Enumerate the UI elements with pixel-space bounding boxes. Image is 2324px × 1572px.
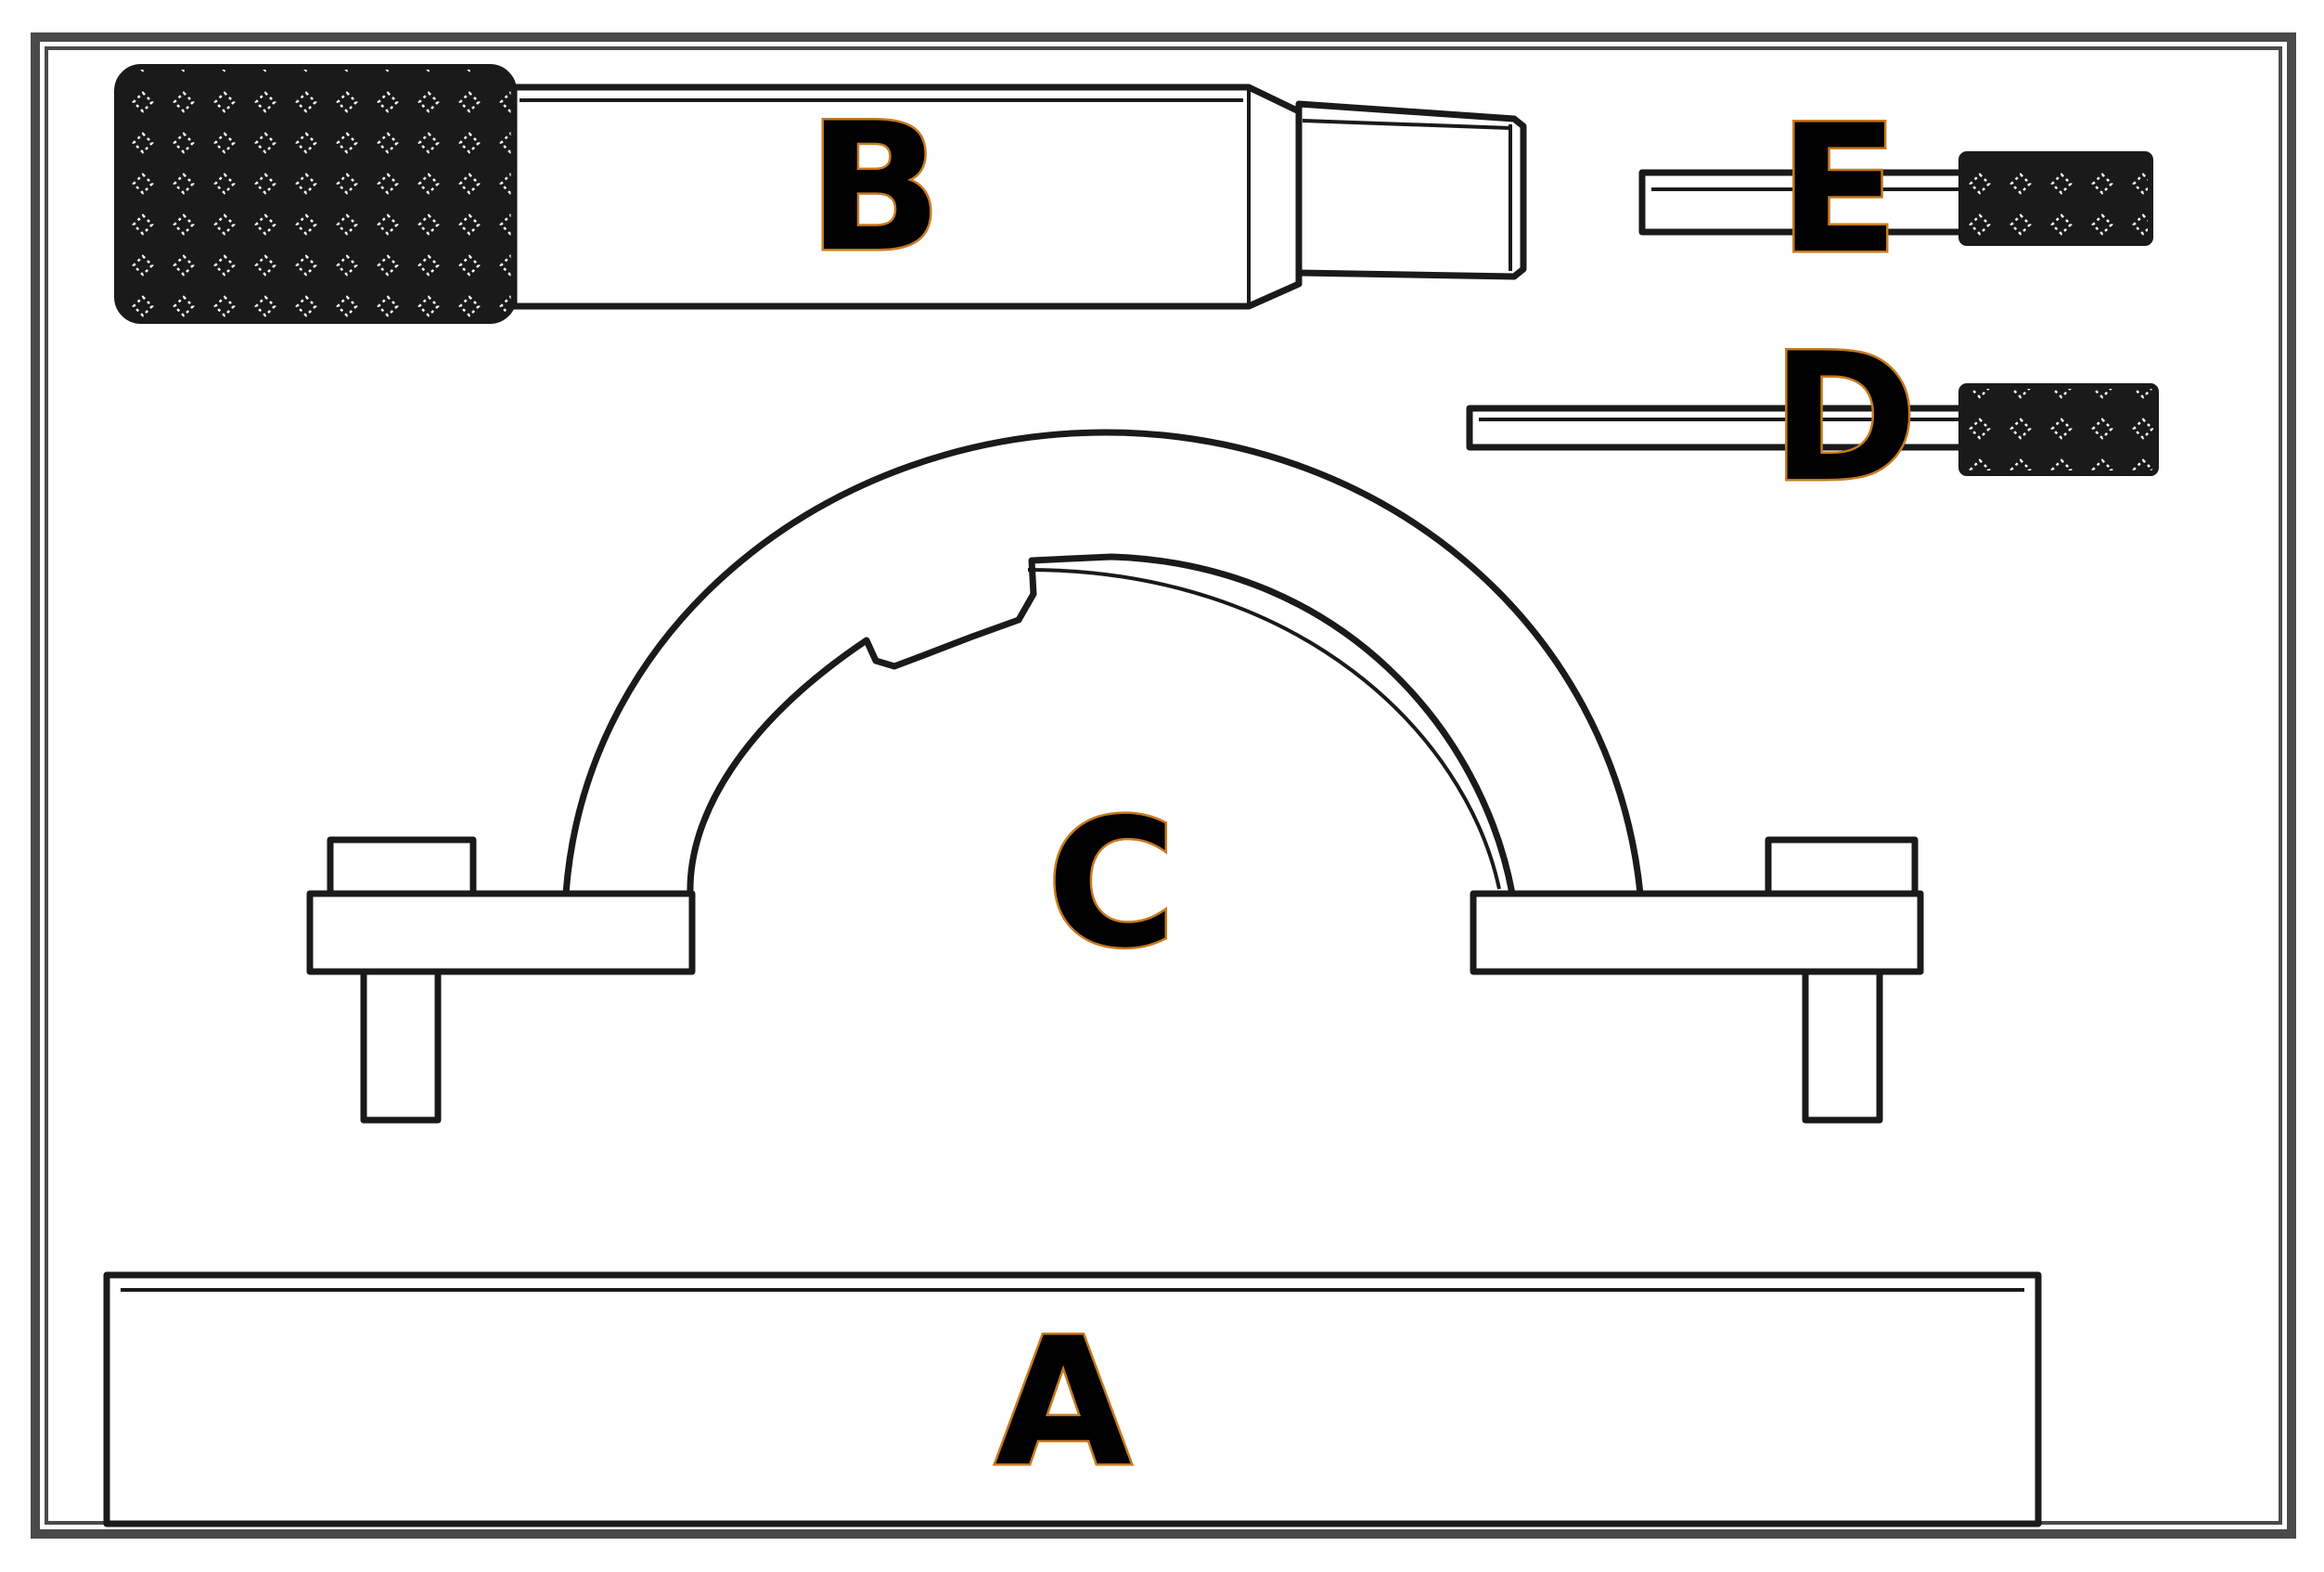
part-c: C: [306, 429, 1924, 1124]
part-d: D: [1466, 314, 2159, 523]
part-b-label: B: [808, 85, 943, 290]
part-a-label: A: [995, 1300, 1131, 1505]
part-c-right-foot-block: [1765, 836, 1919, 897]
part-c-arch: [562, 429, 1644, 897]
part-c-left-pin: [360, 968, 442, 1124]
part-e-knurled-grip: [1958, 151, 2153, 246]
part-e-label: E: [1778, 87, 1899, 292]
part-b: B: [114, 64, 1527, 324]
part-d-knurled-grip: [1958, 383, 2159, 476]
part-a-bar: [103, 1271, 2042, 1527]
part-c-right-foot: [1470, 890, 1924, 975]
part-e: E: [1638, 85, 2153, 295]
part-a: A: [103, 1271, 2042, 1527]
part-b-tip: [1295, 100, 1527, 280]
part-e-shaft: [1638, 169, 1972, 236]
part-c-left-foot-block: [327, 836, 477, 897]
part-c-left-foot: [306, 890, 696, 975]
part-c-right-pin: [1802, 968, 1883, 1124]
part-b-knurled-grip: [114, 64, 517, 324]
part-d-label: D: [1771, 316, 1918, 521]
part-d-shaft: [1466, 405, 1972, 451]
part-c-label: C: [1046, 781, 1175, 986]
